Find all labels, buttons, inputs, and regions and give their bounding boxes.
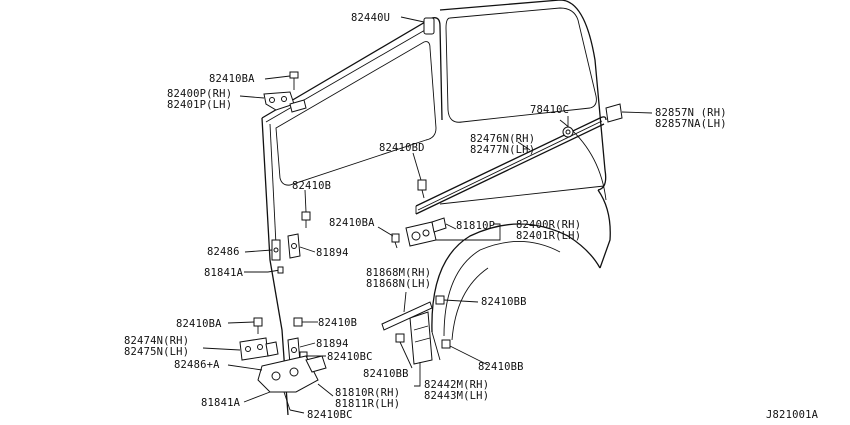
door-panel-outline (261, 0, 611, 416)
guide-81894-up (287, 233, 301, 259)
label-82476N: 82476N(RH) (470, 133, 535, 145)
label-82410BD: 82410BD (379, 142, 425, 154)
cover-82857N (605, 103, 623, 123)
bolt-82410B-up (301, 211, 311, 228)
striker-82486 (271, 239, 281, 261)
upper-hinge-82400P (263, 91, 307, 113)
label-82440U: 82440U (351, 12, 390, 24)
bolt-82410BD (417, 179, 427, 199)
lower-rail-82442M (409, 311, 433, 365)
screw-81841A-up (267, 266, 284, 274)
label-81841A-low: 81841A (201, 397, 241, 409)
label-82410BC-a: 82410BC (327, 351, 373, 363)
grommet-78410C (562, 126, 574, 138)
label-82474N: 82474N(RH) (124, 335, 189, 347)
label-81894-low: 81894 (316, 338, 349, 350)
roller-bracket-81810P (405, 217, 447, 247)
label-82400P: 82400P(RH) (167, 88, 232, 100)
lower-roller-81810R (257, 355, 327, 411)
label-82401P: 82401P(LH) (167, 99, 232, 111)
label-81810P: 81810P (456, 220, 495, 232)
bolt-82410BB-r2 (441, 339, 451, 349)
label-82410BB-r2: 82410BB (478, 361, 524, 373)
label-82410BA-top: 82410BA (209, 73, 255, 85)
label-82443M: 82443M(LH) (424, 390, 489, 402)
label-82486: 82486 (207, 246, 240, 258)
label-82857NA: 82857NA(LH) (655, 118, 727, 130)
label-82410B-low: 82410B (318, 317, 357, 329)
label-82857N: 82857N (RH) (655, 107, 727, 119)
label-78410C: 78410C (530, 104, 569, 116)
label-81811R: 81811R(LH) (335, 398, 400, 410)
label-82410BB-r1: 82410BB (481, 296, 527, 308)
label-82410BA-low: 82410BA (176, 318, 222, 330)
leader-lines (202, 16, 653, 414)
label-81868M: 81868M(RH) (366, 267, 431, 279)
label-82442M: 82442M(RH) (424, 379, 489, 391)
upper-rail (415, 116, 607, 215)
diagram-id: J821001A (766, 409, 819, 421)
label-82477N: 82477N(LH) (470, 144, 535, 156)
label-81810R: 81810R(RH) (335, 387, 400, 399)
label-82410BC-b: 82410BC (307, 409, 353, 421)
label-82401R: 82401R(LH) (516, 230, 581, 242)
label-81894-up: 81894 (316, 247, 349, 259)
bolt-82410BA-low (253, 317, 263, 334)
rail-81868M (381, 301, 433, 331)
label-82475N: 82475N(LH) (124, 346, 189, 358)
lower-hinge-82474N (239, 337, 279, 361)
label-82400R: 82400R(RH) (516, 219, 581, 231)
bolt-82410BB-r1 (435, 295, 445, 305)
label-82486A: 82486+A (174, 359, 220, 371)
label-82410BB-l: 82410BB (363, 368, 409, 380)
clip-82440U (423, 17, 435, 35)
label-81868N: 81868N(LH) (366, 278, 431, 290)
label-81841A-up: 81841A (204, 267, 244, 279)
callout-labels: 82440U 82410BA 82400P(RH) 82401P(LH) 784… (124, 12, 819, 421)
bolt-82410BA-mid (391, 233, 400, 249)
bolt-82410BB-l (395, 333, 405, 343)
label-82410BA-mid: 82410BA (329, 217, 375, 229)
label-82410B-up: 82410B (292, 180, 331, 192)
bolt-82410B-low (293, 317, 303, 327)
bolt-82410BA-top (289, 71, 299, 90)
